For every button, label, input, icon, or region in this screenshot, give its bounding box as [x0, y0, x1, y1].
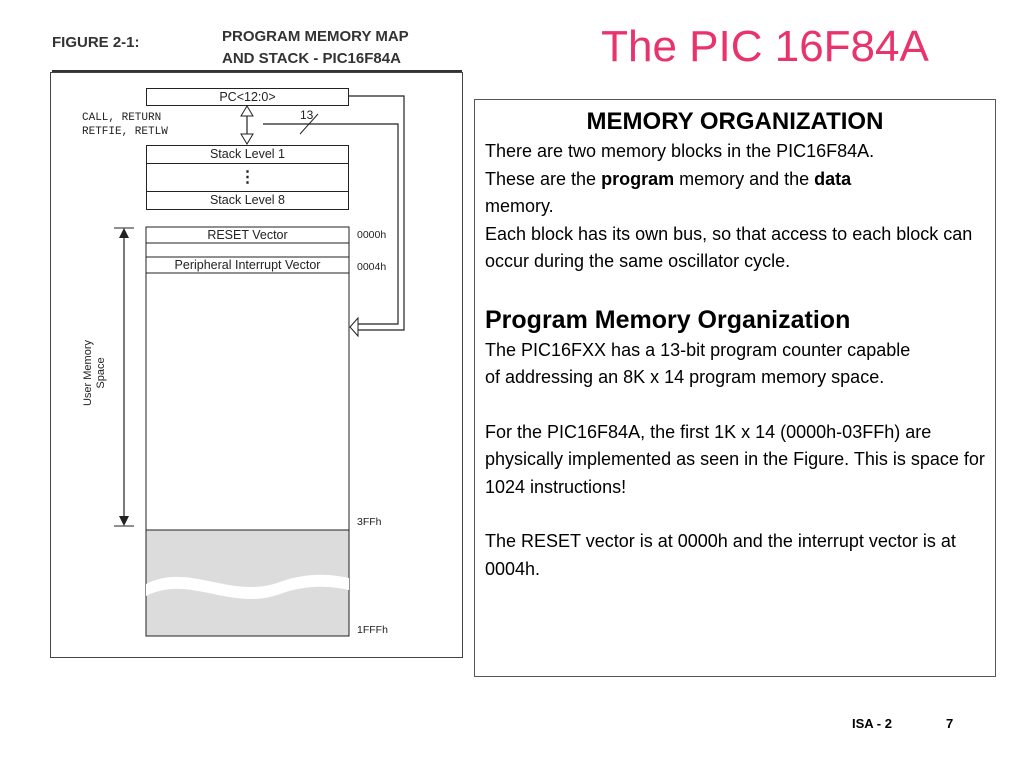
address-0000: 0000h — [357, 229, 387, 241]
memory-organization-textbox: MEMORY ORGANIZATION There are two memory… — [474, 99, 996, 677]
peripheral-vector-label: Peripheral Interrupt Vector — [174, 258, 321, 272]
reset-vector-label: RESET Vector — [207, 228, 288, 242]
stack-instructions-line2: RETFIE, RETLW — [82, 126, 168, 138]
address-1fff: 1FFFh — [357, 624, 388, 636]
address-3ff: 3FFh — [357, 516, 382, 528]
paragraph-1-line2: These are the program memory and the dat… — [485, 168, 852, 189]
memory-map-figure — [50, 72, 463, 658]
program-memory-heading: Program Memory Organization — [485, 305, 851, 334]
pc-register: PC<12:0> — [146, 88, 349, 106]
memory-organization-heading: MEMORY ORGANIZATION — [586, 108, 884, 135]
figure-title-line1: PROGRAM MEMORY MAP — [222, 28, 409, 45]
footer-label: ISA - 2 — [852, 716, 892, 731]
paragraph-5: The RESET vector is at 0000h and the int… — [485, 531, 956, 579]
program-bold: program — [601, 168, 675, 189]
paragraph-1-line1: There are two memory blocks in the PIC16… — [485, 141, 875, 161]
paragraph-3-line2: of addressing an 8K x 14 program memory … — [485, 367, 885, 387]
figure-caption-rule — [52, 70, 462, 72]
paragraph-4: For the PIC16F84A, the first 1K x 14 (00… — [485, 421, 985, 497]
data-bold: data — [814, 168, 852, 189]
paragraph-1-line3: memory. — [485, 196, 554, 216]
stack-level-1: Stack Level 1 — [146, 145, 349, 164]
figure-number: FIGURE 2-1: — [52, 34, 140, 51]
paragraph-3-line1: The PIC16FXX has a 13-bit program counte… — [485, 339, 911, 360]
paragraph-2: Each block has its own bus, so that acce… — [485, 223, 973, 272]
figure-title-line2: AND STACK - PIC16F84A — [222, 50, 401, 67]
stack-middle: ⋮ — [146, 163, 349, 192]
stack-instructions-line1: CALL, RETURN — [82, 112, 162, 124]
stack-level-8: Stack Level 8 — [146, 191, 349, 210]
slide-title: The PIC 16F84A — [601, 22, 929, 71]
page-number: 7 — [946, 716, 954, 731]
bus-width-label: 13 — [300, 108, 314, 122]
address-0004: 0004h — [357, 261, 387, 273]
